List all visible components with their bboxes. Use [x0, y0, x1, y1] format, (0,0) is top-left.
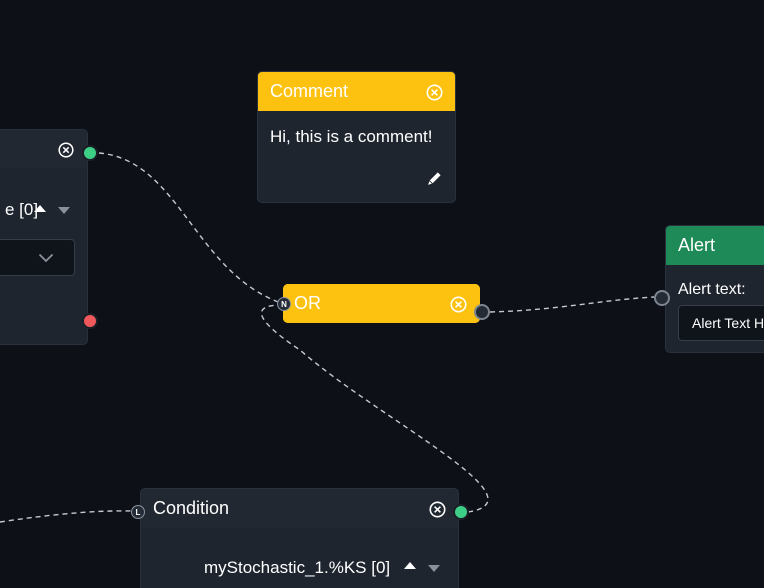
comment-node-header[interactable]: Comment — [258, 72, 455, 111]
condition-node-title: Condition — [153, 498, 230, 518]
wire-condition-to-or — [260, 304, 489, 513]
close-circle-icon[interactable] — [429, 501, 446, 518]
decrement-arrow-icon[interactable] — [58, 207, 70, 214]
decrement-arrow-icon[interactable] — [428, 565, 440, 572]
left-node-output-port-false[interactable] — [82, 313, 98, 329]
left-node[interactable]: e [0] — [0, 129, 88, 345]
increment-arrow-icon[interactable] — [34, 205, 46, 212]
comment-text: Hi, this is a comment! — [270, 127, 433, 146]
alert-node-input-port[interactable] — [654, 290, 670, 306]
condition-node-output-port[interactable] — [453, 504, 469, 520]
or-node-input-port[interactable]: N — [277, 297, 291, 311]
condition-field-label: myStochastic_1.%KS [0] — [204, 558, 391, 577]
or-node-header[interactable]: OR — [283, 284, 480, 323]
comment-node-title: Comment — [270, 81, 349, 101]
condition-node-header[interactable]: Condition — [141, 489, 458, 528]
comment-node[interactable]: Comment Hi, this is a comment! — [257, 71, 456, 203]
pencil-icon[interactable] — [427, 171, 442, 186]
close-circle-icon[interactable] — [450, 296, 467, 313]
or-node-output-port[interactable] — [474, 304, 490, 320]
alert-node-title: Alert — [678, 235, 716, 255]
close-circle-icon[interactable] — [426, 84, 443, 101]
alert-text-label: Alert text: — [678, 281, 746, 298]
close-circle-icon[interactable] — [58, 142, 74, 158]
chevron-down-icon — [38, 253, 54, 263]
condition-node-input-port[interactable]: L — [131, 505, 145, 519]
left-node-field-label: e [0] — [5, 200, 39, 219]
alert-text-input[interactable]: Alert Text H — [678, 305, 764, 341]
or-node-title: OR — [294, 293, 321, 313]
wire-or-to-alert — [489, 296, 655, 313]
alert-node[interactable]: Alert Alert text: Alert Text H — [665, 225, 764, 353]
increment-arrow-icon[interactable] — [404, 562, 416, 569]
alert-node-header[interactable]: Alert — [666, 226, 764, 265]
or-node[interactable]: OR — [283, 284, 480, 323]
left-node-output-port-true[interactable] — [82, 145, 98, 161]
condition-node[interactable]: Condition myStochastic_1.%KS [0] — [140, 488, 459, 588]
left-node-dropdown[interactable] — [0, 239, 75, 276]
wire-offscreen-to-condition — [0, 510, 132, 523]
